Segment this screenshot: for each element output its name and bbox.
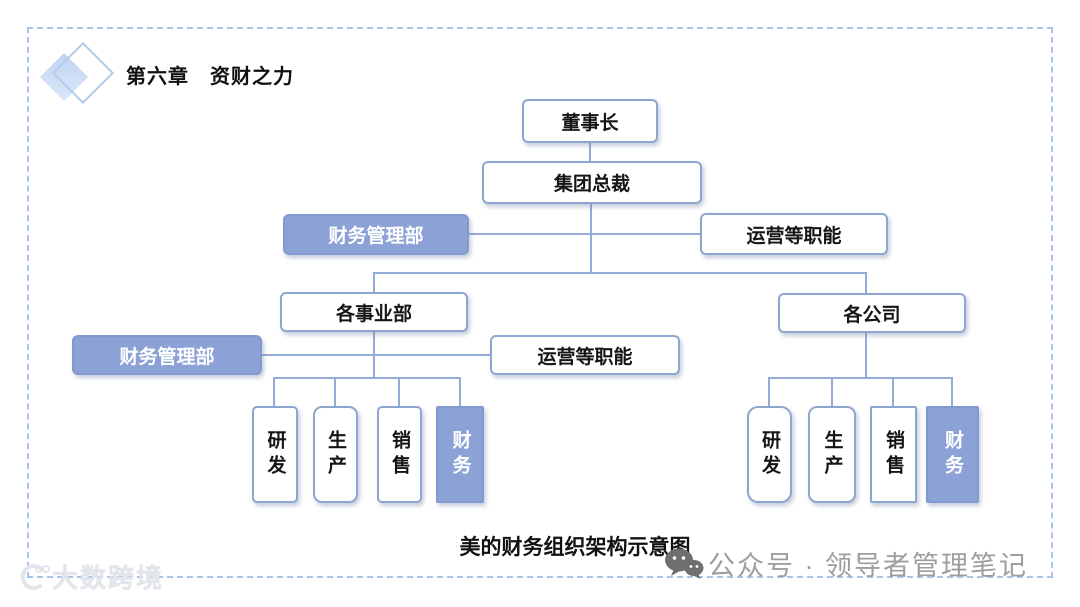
node-division-production: 生产 [313, 406, 358, 503]
chapter-title: 第六章 资财之力 [126, 66, 294, 88]
node-company-sales: 销售 [870, 406, 917, 503]
connector-right-drop-4 [951, 377, 953, 407]
connector-main-span [373, 272, 867, 274]
connector-left-comb [273, 377, 461, 379]
watermark-logo-icon [20, 563, 50, 590]
connector-finance-operations-division [262, 354, 490, 356]
connector-right-drop-2 [831, 377, 833, 407]
footer-account-label: 公众号 · 领导者管理笔记 [708, 551, 1028, 581]
node-label: 财务 [942, 429, 963, 480]
connector-left-drop-3 [398, 377, 400, 407]
node-company-production: 生产 [808, 406, 856, 503]
connector-down-companies [865, 272, 867, 294]
node-label: 销售 [883, 429, 904, 480]
connector-left-drop-1 [273, 377, 275, 407]
chart-caption: 美的财务组织架构示意图 [459, 536, 691, 559]
connector-finance-operations-group [468, 233, 700, 235]
connector-left-drop-4 [459, 377, 461, 407]
node-group-operations: 运营等职能 [700, 213, 888, 255]
watermark: 大数跨境 [16, 558, 164, 595]
connector-chairman-president [589, 143, 591, 162]
node-group-finance-dept: 财务管理部 [283, 214, 469, 255]
connector-companies-down [865, 333, 867, 379]
node-division-finance-dept: 财务管理部 [72, 335, 262, 375]
node-business-divisions: 各事业部 [280, 292, 468, 332]
connector-down-divisions [373, 272, 375, 293]
node-division-operations: 运营等职能 [490, 335, 680, 375]
connector-president-down [590, 204, 592, 274]
watermark-label: 大数跨境 [52, 563, 165, 593]
node-company-finance: 财务 [926, 406, 979, 503]
node-group-president: 集团总裁 [482, 161, 702, 204]
node-company-rd: 研发 [747, 406, 792, 503]
node-label: 研发 [264, 429, 286, 480]
slide-dashed-frame [27, 27, 1053, 578]
connector-right-drop-1 [768, 377, 770, 407]
connector-right-comb [768, 377, 953, 379]
node-label: 财务 [449, 429, 471, 480]
node-division-finance: 财务 [436, 406, 484, 503]
node-division-rd: 研发 [252, 406, 298, 503]
node-division-sales: 销售 [377, 406, 422, 503]
connector-right-drop-3 [892, 377, 894, 407]
node-label: 生产 [325, 429, 346, 480]
footer-account: 公众号 · 领导者管理笔记 [664, 544, 1028, 583]
node-chairman: 董事长 [522, 99, 658, 143]
node-label: 研发 [759, 429, 780, 480]
node-companies: 各公司 [778, 293, 966, 333]
wechat-icon [665, 548, 704, 579]
node-label: 生产 [821, 429, 843, 480]
connector-left-drop-2 [334, 377, 336, 407]
node-label: 销售 [389, 429, 410, 480]
